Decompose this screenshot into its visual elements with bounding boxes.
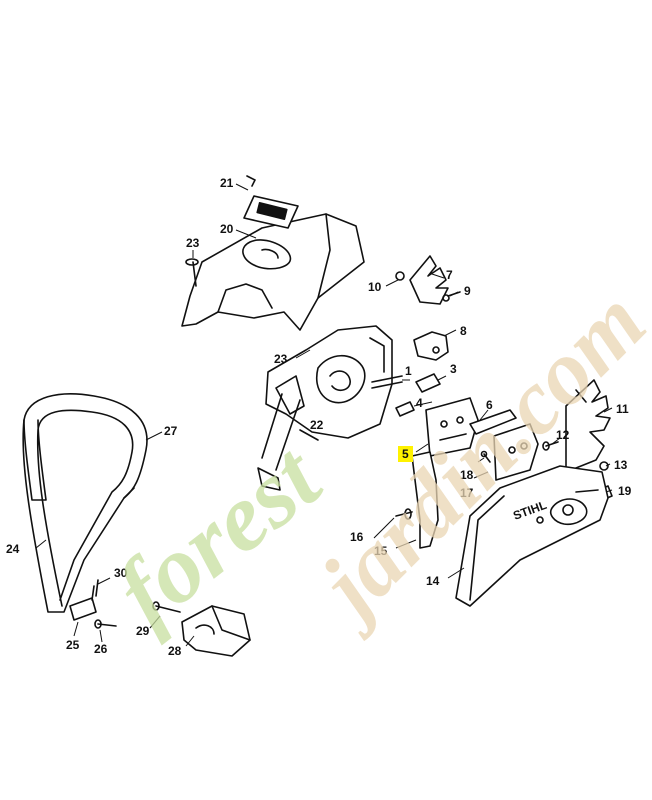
part-14-sprocket-cover bbox=[455, 465, 609, 607]
part-20-top-cover bbox=[181, 213, 365, 331]
label-9: 9 bbox=[464, 284, 471, 298]
label-18: 18 bbox=[460, 468, 474, 482]
part-15-lever bbox=[411, 451, 439, 549]
label-29: 29 bbox=[136, 624, 150, 638]
part-26-screw bbox=[94, 619, 117, 629]
part-27-handlebar bbox=[22, 393, 148, 613]
part-28-av-mount bbox=[181, 605, 251, 657]
part-16-screw bbox=[395, 508, 413, 520]
label-24: 24 bbox=[6, 542, 20, 556]
label-1: 1 bbox=[405, 364, 412, 378]
label-6: 6 bbox=[486, 398, 493, 412]
part-12-screw bbox=[542, 441, 559, 451]
label-13: 13 bbox=[614, 458, 628, 472]
label-12: 12 bbox=[556, 428, 570, 442]
part-6-guide bbox=[469, 409, 517, 435]
part-5-side-plate bbox=[425, 397, 479, 457]
label-15: 15 bbox=[374, 544, 388, 558]
part-11-spike bbox=[565, 379, 611, 473]
part-1-stud bbox=[371, 375, 403, 389]
part-8-bracket bbox=[413, 331, 449, 361]
part-17-inner-plate bbox=[493, 423, 539, 481]
part-23-screw bbox=[185, 258, 199, 287]
label-7: 7 bbox=[446, 268, 453, 282]
leader-lines bbox=[35, 183, 613, 647]
label-23-top: 23 bbox=[186, 236, 200, 250]
label-17: 17 bbox=[460, 486, 474, 500]
label-27: 27 bbox=[164, 424, 178, 438]
part-3-sleeve bbox=[415, 373, 441, 393]
part-7-spike bbox=[395, 255, 449, 305]
label-5-highlighted: 5 bbox=[398, 446, 413, 462]
label-16: 16 bbox=[350, 530, 364, 544]
part-25-clamp bbox=[69, 597, 97, 621]
label-8: 8 bbox=[460, 324, 467, 338]
label-20: 20 bbox=[220, 222, 234, 236]
label-23-middle: 23 bbox=[274, 352, 288, 366]
part-30-screw bbox=[91, 585, 95, 601]
part-13-nut bbox=[599, 461, 609, 471]
part-4-nut bbox=[395, 401, 415, 417]
part-29-screw bbox=[152, 601, 181, 613]
label-4: 4 bbox=[416, 396, 423, 410]
label-30: 30 bbox=[114, 566, 128, 580]
label-21: 21 bbox=[220, 176, 234, 190]
part-22-crankcase bbox=[257, 325, 393, 491]
part-21-decal bbox=[243, 175, 299, 229]
part-18-pin bbox=[480, 450, 491, 463]
label-22: 22 bbox=[310, 418, 324, 432]
label-14: 14 bbox=[426, 574, 440, 588]
label-19: 19 bbox=[618, 484, 632, 498]
label-3: 3 bbox=[450, 362, 457, 376]
label-26: 26 bbox=[94, 642, 108, 656]
label-25: 25 bbox=[66, 638, 80, 652]
label-10: 10 bbox=[368, 280, 382, 294]
label-28: 28 bbox=[168, 644, 182, 658]
label-11: 11 bbox=[616, 402, 629, 416]
